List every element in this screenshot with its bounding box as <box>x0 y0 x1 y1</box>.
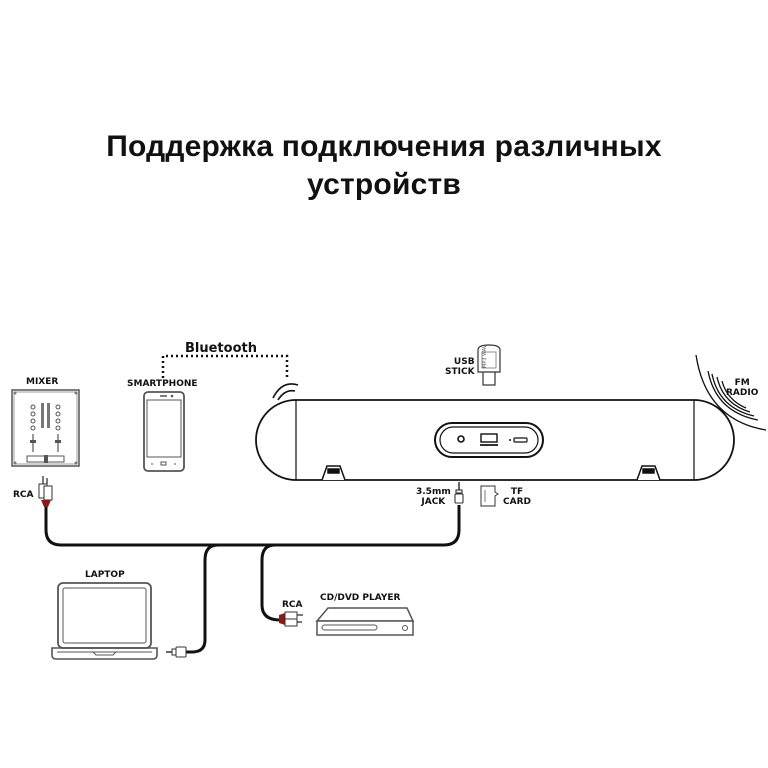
cd-dvd-player-label: CD/DVD PLAYER <box>320 593 401 603</box>
tf-card-label: TF CARD <box>503 487 531 507</box>
cable-main <box>44 505 461 547</box>
title-line-2: устройств <box>306 168 462 201</box>
bluetooth-signal-icon <box>272 383 299 401</box>
sd-port-icon <box>513 437 528 443</box>
jack-plug-laptop-icon <box>166 646 187 658</box>
mixer-icon <box>11 389 80 467</box>
laptop-label: LAPTOP <box>85 570 125 580</box>
usb-stick-label: USB STICK <box>445 357 475 377</box>
speaker-body <box>255 399 735 481</box>
bluetooth-label: Bluetooth <box>185 341 257 356</box>
cd-dvd-player-icon <box>315 607 415 636</box>
speaker-input-panel <box>434 422 544 458</box>
usb-stick-format-text: MP3 WAV <box>482 344 488 368</box>
usb-stick-icon <box>477 344 501 386</box>
mixer-label: MIXER <box>26 377 59 387</box>
cable-player <box>260 543 281 622</box>
fm-radio-waves-icon <box>695 354 767 431</box>
cable-laptop <box>186 543 219 654</box>
page-title: Поддержка подключения различных устройст… <box>0 128 768 204</box>
tf-card-icon <box>480 485 499 507</box>
title-line-1: Поддержка подключения различных <box>106 130 662 163</box>
jack-label: 3.5mm JACK <box>416 487 451 507</box>
speaker-foot-right <box>636 465 661 481</box>
rca-mixer-label: RCA <box>13 490 34 500</box>
laptop-icon <box>51 582 158 660</box>
jack-plug-icon <box>454 482 464 504</box>
speaker-foot-left <box>321 465 346 481</box>
rca-plug-mixer-icon <box>38 476 53 507</box>
rca-plug-player-icon <box>279 611 303 627</box>
rca-player-label: RCA <box>282 600 303 610</box>
smartphone-label: SMARTPHONE <box>127 379 198 389</box>
bluetooth-link <box>161 354 289 380</box>
usb-port-icon <box>480 433 498 443</box>
smartphone-icon <box>143 391 185 472</box>
aux-port-icon <box>457 435 465 443</box>
fm-radio-label: FM RADIO <box>726 378 759 398</box>
